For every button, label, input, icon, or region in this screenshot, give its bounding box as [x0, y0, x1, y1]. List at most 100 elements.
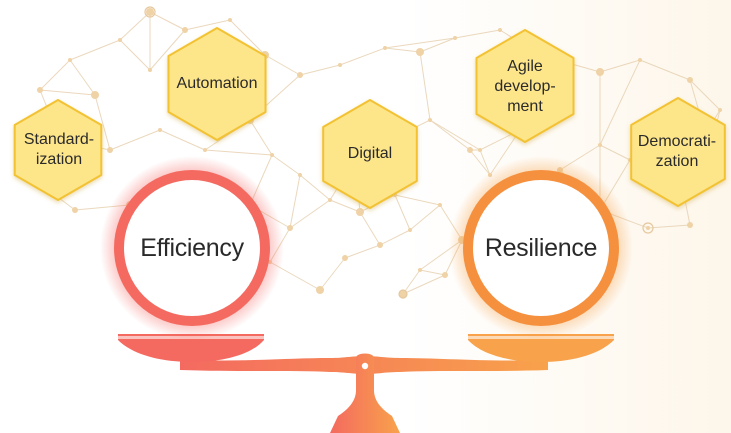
network-node	[316, 286, 324, 294]
network-node	[68, 58, 72, 62]
network-node	[356, 208, 364, 216]
network-link	[69, 39, 121, 61]
network-link	[204, 149, 273, 156]
network-node-ring	[642, 222, 654, 234]
network-node	[638, 58, 642, 62]
network-link	[429, 119, 481, 151]
network-link	[394, 194, 441, 206]
network-link	[329, 199, 361, 213]
network-link	[39, 59, 71, 91]
network-node	[158, 128, 162, 132]
network-node	[37, 87, 43, 93]
network-node-ring	[144, 6, 156, 18]
efficiency-circle	[114, 170, 270, 326]
right-scale-pan	[468, 334, 614, 362]
network-link	[299, 174, 331, 201]
network-link	[359, 211, 381, 246]
resilience-circle	[463, 170, 619, 326]
network-link	[39, 89, 96, 96]
network-node	[598, 143, 602, 147]
network-link	[419, 51, 431, 121]
network-link	[599, 144, 631, 161]
network-node	[118, 38, 122, 42]
network-link	[264, 54, 301, 76]
network-link	[184, 19, 231, 31]
network-node	[687, 77, 693, 83]
network-node-ring	[398, 289, 408, 299]
network-link	[419, 269, 446, 276]
network-node	[383, 46, 387, 50]
network-node	[91, 91, 99, 99]
network-node	[428, 118, 432, 122]
network-link	[149, 11, 186, 31]
network-node	[416, 48, 424, 56]
fulcrum-pivot	[361, 362, 369, 370]
network-link	[159, 129, 206, 151]
network-node	[718, 108, 722, 112]
network-node	[596, 68, 604, 76]
network-node	[478, 148, 482, 152]
network-node	[442, 272, 448, 278]
network-link	[469, 149, 491, 176]
network-node	[203, 148, 207, 152]
network-link	[689, 79, 721, 111]
network-node	[338, 63, 342, 67]
network-node	[687, 222, 693, 228]
network-link	[599, 59, 641, 73]
network-link	[402, 269, 421, 295]
network-node	[453, 36, 457, 40]
network-node	[287, 225, 293, 231]
network-link	[394, 194, 411, 231]
hexagon-standardization	[13, 99, 103, 201]
network-link	[339, 47, 386, 66]
network-link	[599, 59, 641, 146]
left-scale-pan	[118, 334, 264, 362]
network-link	[229, 19, 266, 56]
network-link	[454, 29, 501, 39]
network-node	[408, 228, 412, 232]
network-link	[419, 37, 456, 53]
network-link	[409, 204, 441, 231]
network-node	[438, 203, 442, 207]
network-node	[72, 207, 78, 213]
network-link	[402, 274, 446, 295]
network-node	[182, 27, 188, 33]
network-link	[119, 39, 151, 71]
network-node	[146, 8, 154, 16]
network-node	[148, 68, 152, 72]
network-link	[344, 244, 381, 259]
network-link	[639, 59, 691, 81]
network-link	[429, 119, 471, 151]
hexagon-democratization	[630, 97, 726, 207]
network-link	[319, 257, 346, 291]
network-node	[377, 242, 383, 248]
network-link	[379, 229, 411, 246]
network-link	[149, 29, 186, 71]
network-link	[647, 224, 691, 229]
network-link	[109, 129, 161, 151]
network-link	[289, 199, 331, 229]
network-node	[418, 268, 422, 272]
network-node	[270, 153, 274, 157]
network-link	[119, 11, 151, 41]
hexagon-automation	[167, 27, 267, 141]
network-link	[289, 174, 301, 229]
network-node	[498, 28, 502, 32]
network-link	[384, 37, 456, 49]
network-link	[479, 149, 491, 176]
network-link	[384, 47, 421, 53]
network-node	[328, 198, 332, 202]
network-node	[107, 147, 113, 153]
hexagon-agile	[475, 29, 575, 143]
network-node	[298, 173, 302, 177]
network-link	[299, 64, 341, 76]
network-node	[342, 255, 348, 261]
network-link	[69, 59, 96, 96]
network-link	[94, 94, 111, 151]
network-node	[646, 226, 650, 230]
network-link	[249, 119, 273, 156]
network-link	[271, 154, 301, 176]
hexagon-digital	[322, 99, 418, 209]
network-node	[297, 72, 303, 78]
